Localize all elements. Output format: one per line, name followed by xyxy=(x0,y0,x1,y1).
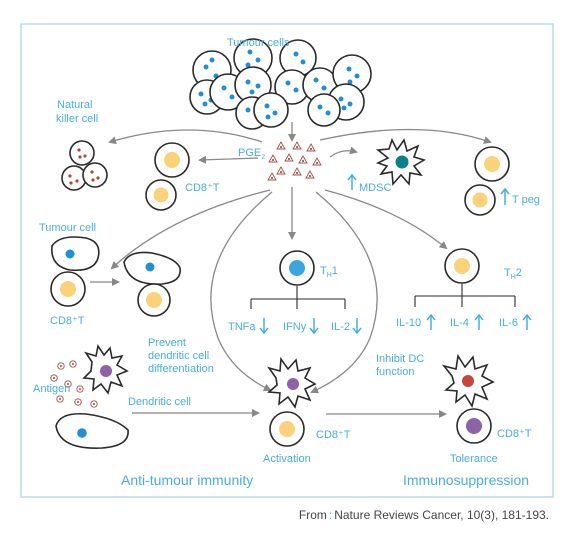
arrow-to-tumour-cell xyxy=(110,189,271,270)
activation-label: Activation xyxy=(263,453,311,465)
antigen-label: Antigen xyxy=(33,383,70,395)
th2-label: TH2 xyxy=(504,267,522,281)
arrow-to-nk xyxy=(108,129,263,145)
th2-cell xyxy=(444,248,480,284)
dendritic-cell-immature xyxy=(82,343,129,395)
il2-label: IL-2 xyxy=(331,321,350,333)
citation-prefix: From xyxy=(298,508,327,522)
tnfa-label: TNFa xyxy=(228,321,256,333)
il4-label: IL-4 xyxy=(450,317,469,329)
il10-label: IL-10 xyxy=(396,317,421,329)
tumour-cell-bottom xyxy=(55,412,129,449)
dendritic-label: Dendritic cell xyxy=(128,396,191,408)
arrow-to-th2 xyxy=(324,189,448,250)
arrow-inhibit-dc xyxy=(310,191,378,394)
citation-separator: : xyxy=(328,508,333,522)
mdsc-label: MDSC xyxy=(359,182,391,194)
tolerance-label: Tolerance xyxy=(450,453,498,465)
antigen-particles xyxy=(50,360,98,408)
anti-tumour-heading: Anti-tumour immunity xyxy=(121,472,253,488)
immunosuppression-heading: Immunosuppression xyxy=(403,472,529,488)
cd8-top-label: CD8⁺T xyxy=(185,182,220,194)
il6-label: IL-6 xyxy=(499,317,518,329)
th1-label: TH1 xyxy=(320,265,338,279)
treg-increase-arrowhead xyxy=(500,187,510,195)
tumour-cell-killed xyxy=(123,251,181,317)
tumour-cell-left xyxy=(50,236,100,307)
cd8-left-label: CD8⁺T xyxy=(50,315,85,327)
th2-increase-arrows xyxy=(426,313,532,330)
natural-killer-cells xyxy=(61,140,108,191)
th2-cytokine-tree xyxy=(414,284,516,307)
diagram-frame xyxy=(20,23,554,498)
cd8-right-label: CD8⁺T xyxy=(497,428,532,440)
arrow-prevent-dc xyxy=(210,191,273,392)
mdsc-cell xyxy=(375,137,426,186)
mdsc-increase-arrowhead xyxy=(347,173,357,181)
th1-decrease-arrows xyxy=(259,318,362,335)
cd8-mid-label: CD8⁺T xyxy=(316,429,351,441)
pge2-molecules xyxy=(267,141,322,181)
dendritic-cell-tolerance xyxy=(441,353,495,444)
cd8-t-cells-top xyxy=(145,142,190,211)
citation-source: Nature Reviews Cancer, 10(3), 181-193. xyxy=(334,508,549,522)
th1-cytokine-tree xyxy=(250,286,346,309)
arrow-to-treg xyxy=(319,128,492,144)
arrow-to-mdsc xyxy=(329,146,358,158)
tumour-cell-label: Tumour cell xyxy=(39,222,96,234)
citation: From:Nature Reviews Cancer, 10(3), 181-1… xyxy=(0,508,549,522)
ifny-label: IFNy xyxy=(283,321,307,333)
arrow-to-cd8-top xyxy=(198,155,259,164)
tumour-cells-cluster xyxy=(189,38,372,130)
treg-cells xyxy=(464,146,510,216)
th1-cell xyxy=(279,250,315,286)
dendritic-cell-activation xyxy=(267,356,317,447)
tumour-cells-label: Tumour cells xyxy=(227,37,290,49)
antigen-particle-cores xyxy=(53,363,95,405)
treg-label: T peg xyxy=(512,194,540,206)
pge2-label: PGE2 xyxy=(238,147,265,161)
